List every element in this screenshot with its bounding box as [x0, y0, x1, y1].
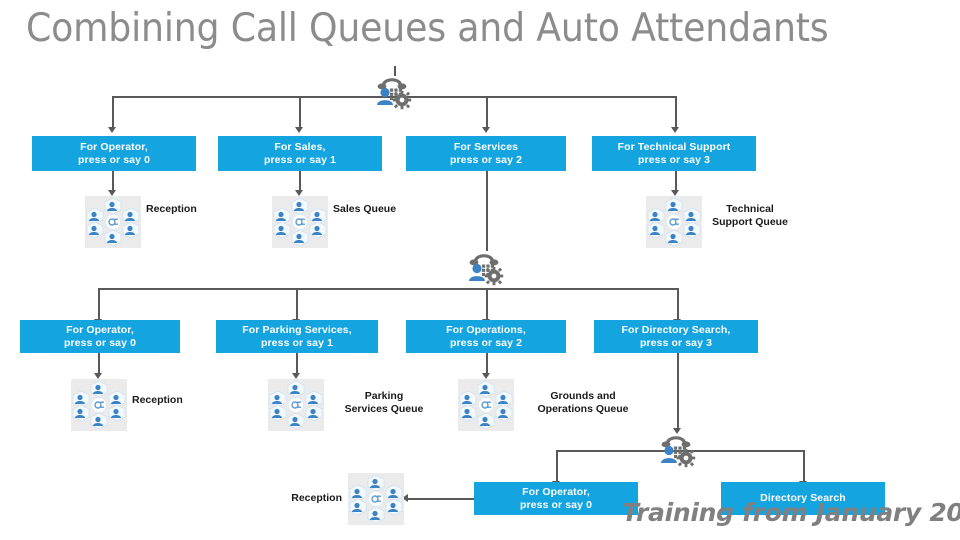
arrow-dirsearch-to-aa3	[673, 428, 681, 434]
call-queue-icon[interactable]	[272, 196, 328, 248]
connector-level1-drop-1	[112, 96, 114, 128]
queue-label-sales: Sales Queue	[333, 203, 397, 215]
option-line-1: For Operations,	[446, 323, 526, 336]
arrow-level1-3	[482, 127, 490, 133]
option-line-1: For Directory Search,	[621, 323, 731, 336]
arrow-operations-to-queue	[482, 373, 490, 379]
connector-level2-drop-3	[486, 288, 488, 320]
option-line-1: For Operator,	[522, 485, 590, 498]
option-line-2: press or say 0	[63, 336, 137, 349]
option-line-2: press or say 0	[519, 498, 593, 511]
option-line-1: For Operator,	[66, 323, 134, 336]
option-box-operator-2[interactable]: For Operator, press or say 0	[20, 320, 180, 353]
label-line-1: Parking	[364, 390, 404, 402]
arrow-level1-4	[671, 127, 679, 133]
page-title: Combining Call Queues and Auto Attendant…	[26, 6, 829, 51]
option-line-2: press or say 3	[639, 336, 713, 349]
label-line-2: Support Queue	[712, 216, 788, 228]
arrow-level1-1	[108, 127, 116, 133]
option-box-parking-services[interactable]: For Parking Services, press or say 1	[216, 320, 378, 353]
connector-sales-to-queue	[299, 171, 301, 191]
option-line-2: press or say 3	[637, 153, 711, 166]
connector-services-to-aa2	[486, 171, 488, 251]
option-line-1: For Technical Support	[617, 140, 731, 153]
queue-label-technical-support: Technical Support Queue	[700, 203, 800, 229]
connector-parking-to-queue	[296, 353, 298, 374]
auto-attendant-icon	[372, 72, 418, 112]
option-box-sales[interactable]: For Sales, press or say 1	[218, 136, 382, 171]
connector-level3-drop-1	[556, 450, 558, 482]
option-box-operator-3[interactable]: For Operator, press or say 0	[474, 482, 638, 515]
connector-aa-main-feed	[394, 66, 396, 76]
arrow-level1-2	[295, 127, 303, 133]
auto-attendant-icon	[464, 248, 510, 288]
option-line-1: For Services	[453, 140, 519, 153]
connector-level2-drop-2	[296, 288, 298, 320]
queue-label-reception-3: Reception	[291, 492, 342, 504]
option-box-technical-support[interactable]: For Technical Support press or say 3	[592, 136, 756, 171]
call-queue-icon[interactable]	[348, 473, 404, 525]
arrow-op1-to-reception	[108, 190, 116, 196]
queue-label-reception-2: Reception	[132, 394, 183, 406]
call-queue-icon[interactable]	[646, 196, 702, 248]
connector-operations-to-queue	[486, 353, 488, 374]
option-line-2: press or say 0	[77, 153, 151, 166]
option-line-1: For Sales,	[274, 140, 326, 153]
queue-label-reception-1: Reception	[146, 203, 197, 215]
option-box-directory-search[interactable]: For Directory Search, press or say 3	[594, 320, 758, 353]
connector-dirsearch-to-aa3	[677, 353, 679, 429]
connector-level1-drop-4	[675, 96, 677, 128]
connector-op3-to-reception	[408, 498, 476, 500]
option-line-2: press or say 2	[449, 153, 523, 166]
label-line-2: Operations Queue	[537, 403, 629, 415]
option-line-1: Directory Search	[760, 492, 846, 504]
arrow-op2-to-reception	[94, 373, 102, 379]
option-line-2: press or say 2	[449, 336, 523, 349]
option-box-services[interactable]: For Services press or say 2	[406, 136, 566, 171]
training-watermark: Training from January 2018	[622, 498, 960, 527]
queue-label-parking-services: Parking Services Queue	[328, 390, 440, 416]
connector-op1-to-reception	[112, 171, 114, 191]
label-line-2: Services Queue	[344, 403, 424, 415]
connector-level3-drop-2	[803, 450, 805, 482]
connector-level2-drop-1	[98, 288, 100, 320]
arrow-sales-to-queue	[295, 190, 303, 196]
option-line-1: For Parking Services,	[242, 323, 352, 336]
label-line-1: Grounds and	[550, 390, 616, 402]
connector-level1-drop-3	[486, 96, 488, 128]
arrow-parking-to-queue	[292, 373, 300, 379]
arrow-op3-to-reception	[402, 494, 408, 502]
connector-techsup-to-queue	[675, 171, 677, 191]
option-line-2: press or say 1	[260, 336, 334, 349]
option-line-2: press or say 1	[263, 153, 337, 166]
connector-level1-drop-2	[299, 96, 301, 128]
connector-level1-bus	[112, 96, 676, 98]
queue-label-grounds-operations: Grounds and Operations Queue	[518, 390, 648, 416]
label-line-1: Technical	[726, 203, 774, 215]
option-box-operator-1[interactable]: For Operator, press or say 0	[32, 136, 196, 171]
arrow-techsup-to-queue	[671, 190, 679, 196]
option-box-directory-search-result[interactable]: Directory Search	[721, 482, 885, 515]
connector-level2-drop-4	[677, 288, 679, 320]
call-queue-icon[interactable]	[85, 196, 141, 248]
option-line-1: For Operator,	[80, 140, 148, 153]
connector-op2-to-reception	[98, 353, 100, 374]
option-box-operations[interactable]: For Operations, press or say 2	[406, 320, 566, 353]
call-queue-icon[interactable]	[268, 379, 324, 431]
connector-level2-bus	[98, 288, 678, 290]
call-queue-icon[interactable]	[458, 379, 514, 431]
call-queue-icon[interactable]	[71, 379, 127, 431]
auto-attendant-icon	[656, 430, 702, 470]
